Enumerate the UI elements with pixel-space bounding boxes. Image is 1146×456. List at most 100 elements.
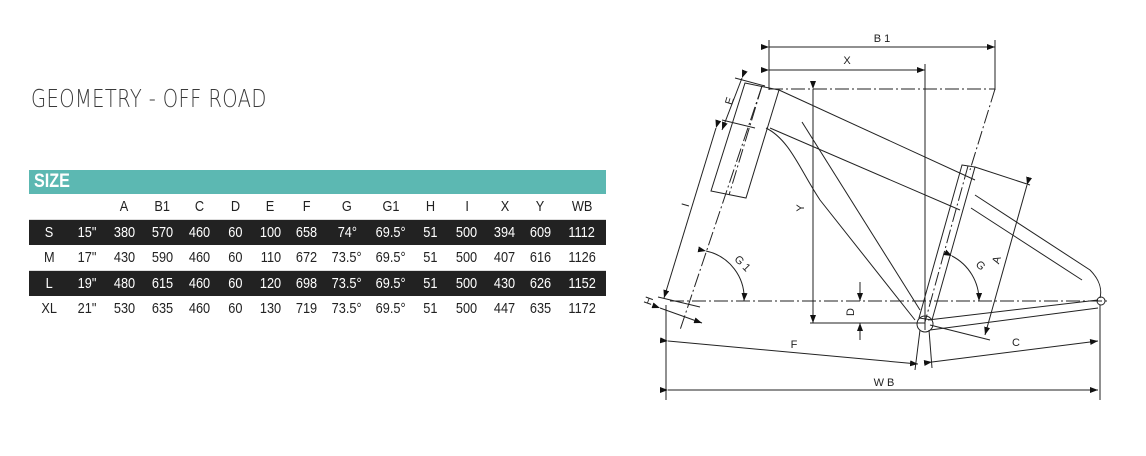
cell: 51 [413,270,447,296]
column-header-row: A B1 C D E F G G1 H I X Y WB [29,194,606,220]
cell: 530 [105,296,144,321]
cell: 73.5° [325,296,369,321]
cell: 73.5° [325,245,369,271]
cell: 460 [181,270,218,296]
cell: 69.5° [369,219,413,245]
cell: 480 [105,270,144,296]
table-row-m: M 17" 430 590 460 60 110 672 73.5° 69.5°… [29,245,606,271]
cell: 500 [447,270,487,296]
size-header-bar: SIZE [29,170,606,194]
cell: 17" [69,245,105,271]
col-header-inch [69,194,105,220]
label-y: Y [795,204,807,212]
table-row-s: S 15" 380 570 460 60 100 658 74° 69.5° 5… [29,219,606,245]
cell: 51 [413,219,447,245]
label-h: H [642,295,656,307]
label-g: G [973,259,988,274]
cell: 130 [252,296,289,321]
col-header-y: Y [536,198,545,215]
cell: 19" [69,270,105,296]
cell: 570 [144,219,181,245]
cell: 51 [413,245,447,271]
col-header-e: E [266,198,275,215]
col-header-a: A [120,198,129,215]
cell: 609 [523,219,558,245]
cell: 60 [218,219,252,245]
label-b1: B 1 [874,33,891,45]
col-header-d: D [230,198,240,215]
frame-drawing: B 1 X E I Y G 1 G A D H F C W B [642,33,1110,400]
cell: 590 [144,245,181,271]
cell: 74° [325,219,369,245]
cell: 15" [69,219,105,245]
cell: S [29,219,69,245]
label-c: C [1012,337,1020,349]
cell: M [29,245,69,271]
cell: 60 [218,245,252,271]
label-e: E [723,96,737,107]
cell: 1112 [558,219,606,245]
cell: 635 [144,296,181,321]
cell: 69.5° [369,296,413,321]
cell: 658 [289,219,325,245]
cell: XL [29,296,69,321]
label-wb: W B [874,377,895,389]
cell: 60 [218,270,252,296]
cell: 460 [181,296,218,321]
cell: 460 [181,245,218,271]
cell: 394 [487,219,523,245]
page-title: GEOMETRY - OFF ROAD [31,84,267,113]
cell: 21" [69,296,105,321]
cell: 500 [447,219,487,245]
label-x: X [843,55,851,67]
col-header-f: F [303,198,311,215]
cell: 447 [487,296,523,321]
cell: 616 [523,245,558,271]
size-label: SIZE [34,171,70,192]
cell: 69.5° [369,270,413,296]
cell: 719 [289,296,325,321]
cell: 51 [413,296,447,321]
cell: 430 [487,270,523,296]
cell: 1126 [558,245,606,271]
cell: 500 [447,296,487,321]
cell: 430 [105,245,144,271]
table-row-l: L 19" 480 615 460 60 120 698 73.5° 69.5°… [29,270,606,296]
col-header-c: C [194,198,205,215]
cell: 380 [105,219,144,245]
label-i: I [680,202,692,208]
table-row-xl: XL 21" 530 635 460 60 130 719 73.5° 69.5… [29,296,606,321]
cell: 110 [252,245,289,271]
cell: 615 [144,270,181,296]
col-header-h: H [425,198,435,215]
cell: 672 [289,245,325,271]
cell: L [29,270,69,296]
label-f: F [791,339,798,351]
cell: 69.5° [369,245,413,271]
col-header-x: X [500,198,510,215]
cell: 100 [252,219,289,245]
cell: 698 [289,270,325,296]
col-header-g: G [342,198,352,215]
label-d: D [845,308,857,316]
cell: 626 [523,270,558,296]
cell: 1152 [558,270,606,296]
col-header-wb: WB [571,198,593,215]
cell: 1172 [558,296,606,321]
frame-geometry-diagram: B 1 X E I Y G 1 G A D H F C W B [640,20,1140,420]
col-header-g1: G1 [382,198,400,215]
col-header-i: I [465,198,469,215]
cell: 120 [252,270,289,296]
col-header-b1: B1 [154,198,171,215]
geometry-table: SIZE A B1 C D E F G G1 H I X Y WB [29,170,606,321]
cell: 73.5° [325,270,369,296]
cell: 635 [523,296,558,321]
cell: 60 [218,296,252,321]
cell: 500 [447,245,487,271]
geometry-grid: A B1 C D E F G G1 H I X Y WB S 15" 380 5… [29,194,606,321]
label-a: A [990,254,1004,265]
label-g1: G 1 [732,253,753,274]
cell: 460 [181,219,218,245]
cell: 407 [487,245,523,271]
col-header-size [29,194,69,220]
